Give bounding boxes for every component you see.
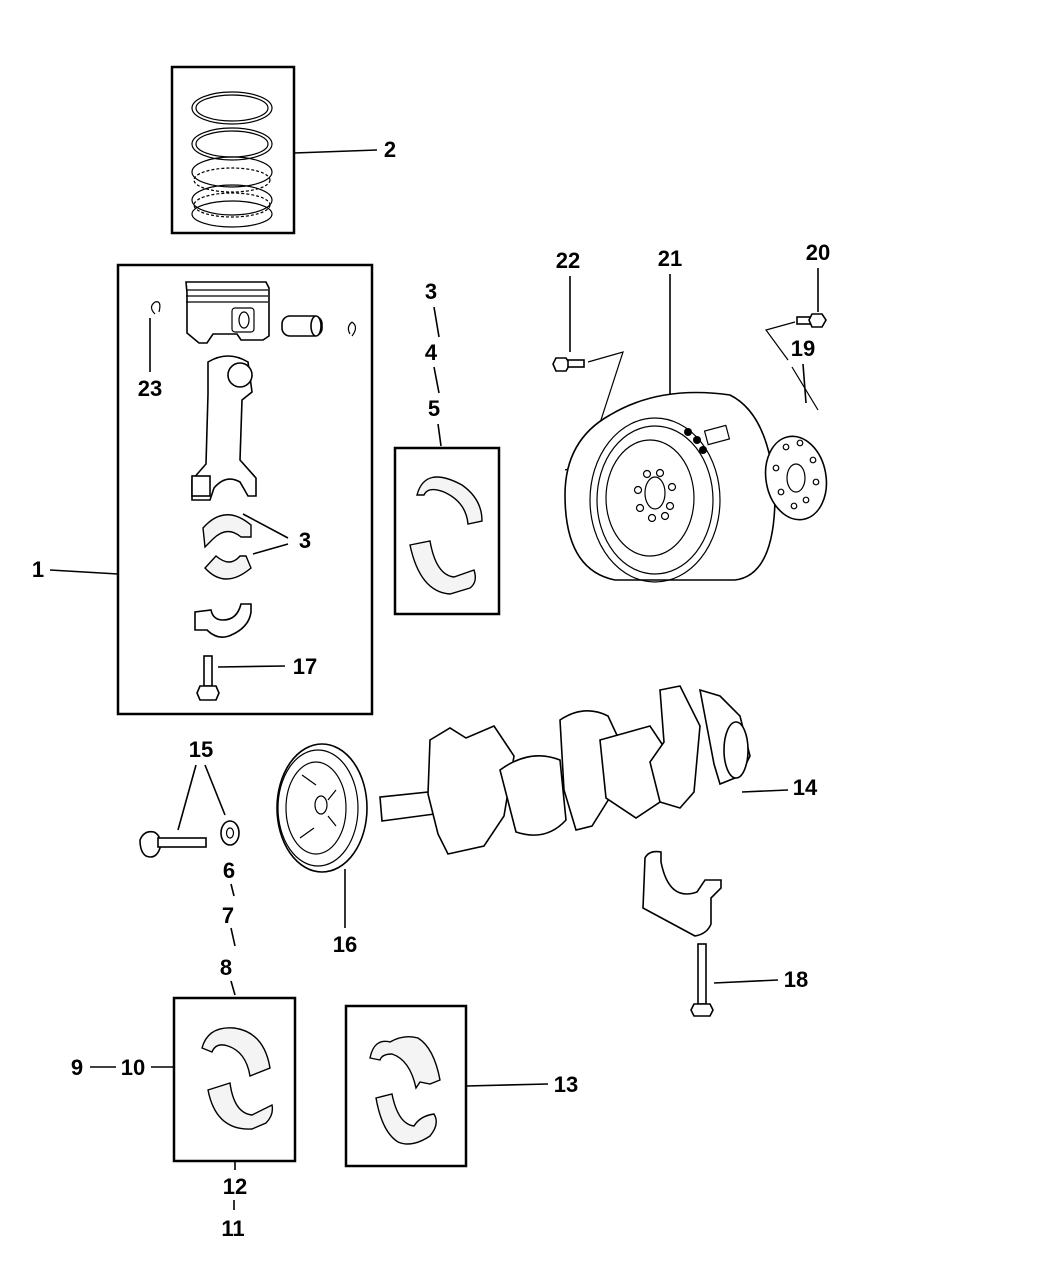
leader-line-7 bbox=[230, 927, 236, 947]
rod-bearing-upper bbox=[202, 514, 252, 549]
callout-6[interactable]: 6 bbox=[223, 858, 235, 883]
main-bearing-group: 6 7 8 9 10 12 11 bbox=[71, 858, 297, 1241]
callout-10[interactable]: 10 bbox=[121, 1055, 145, 1080]
bolt-20-illustration bbox=[796, 313, 827, 328]
piston-rod-assembly-box bbox=[116, 263, 374, 716]
connecting-rod-illustration bbox=[191, 355, 257, 501]
leader-line-2 bbox=[293, 149, 378, 154]
callout-9[interactable]: 9 bbox=[71, 1055, 83, 1080]
damper-pulley-illustration bbox=[276, 743, 368, 873]
damper-washer-illustration bbox=[220, 820, 240, 846]
main-bearing-cap-illustration bbox=[642, 850, 722, 937]
main-cap-group: 18 bbox=[642, 850, 808, 1017]
callout-1[interactable]: 1 bbox=[32, 557, 44, 582]
leader-line-1 bbox=[49, 569, 119, 575]
piston-pin-retainer-right bbox=[347, 321, 357, 337]
rod-bearing-box bbox=[393, 446, 501, 616]
callout-12[interactable]: 12 bbox=[223, 1174, 247, 1199]
main-bearing-box bbox=[172, 996, 297, 1163]
callout-7[interactable]: 7 bbox=[222, 903, 234, 928]
callout-21[interactable]: 21 bbox=[658, 246, 682, 271]
leader-line-19 bbox=[802, 363, 807, 404]
callout-20[interactable]: 20 bbox=[806, 240, 830, 265]
callout-23[interactable]: 23 bbox=[138, 376, 162, 401]
crankshaft-illustration bbox=[379, 685, 751, 855]
callout-13[interactable]: 13 bbox=[554, 1072, 578, 1097]
piston-pin-illustration bbox=[281, 315, 323, 337]
piston-ring-set-box bbox=[170, 65, 296, 235]
piston-ring-set-group: 2 bbox=[170, 65, 396, 235]
main-bearing-shell-upper bbox=[201, 1027, 271, 1077]
flex-plate-group: 22 21 20 bbox=[552, 240, 830, 583]
damper-pulley-group: 16 bbox=[276, 743, 368, 957]
leader-line-4 bbox=[433, 366, 440, 394]
main-cap-bolt-illustration bbox=[690, 943, 714, 1017]
callout-5[interactable]: 5 bbox=[428, 396, 440, 421]
leader-line-3b bbox=[433, 306, 440, 338]
thrust-bearing-group: 13 bbox=[344, 1004, 578, 1168]
flex-plate-adapter-illustration bbox=[764, 435, 828, 521]
callout-15[interactable]: 15 bbox=[189, 737, 213, 762]
torque-converter-illustration bbox=[564, 391, 776, 583]
leader-line-8 bbox=[230, 980, 236, 996]
bolt-22-illustration bbox=[552, 357, 585, 372]
rod-bearing-group: 3 4 5 bbox=[393, 279, 501, 616]
callout-16[interactable]: 16 bbox=[333, 932, 357, 957]
callout-4[interactable]: 4 bbox=[425, 340, 438, 365]
connecting-rod-bolt-illustration bbox=[196, 655, 220, 701]
callout-19[interactable]: 19 bbox=[791, 336, 815, 361]
callout-2[interactable]: 2 bbox=[384, 137, 396, 162]
rod-bearing-lower bbox=[204, 555, 252, 580]
callout-3a[interactable]: 3 bbox=[299, 528, 311, 553]
leader-line-5 bbox=[437, 423, 442, 447]
callout-3b[interactable]: 3 bbox=[425, 279, 437, 304]
piston-illustration bbox=[185, 281, 270, 344]
piston-rings-illustration bbox=[191, 91, 273, 228]
thrust-bearing-shell-upper bbox=[369, 1035, 441, 1090]
callout-17[interactable]: 17 bbox=[293, 654, 317, 679]
damper-bolt-group: 15 bbox=[139, 737, 240, 858]
leader-line-18 bbox=[713, 979, 779, 984]
crankshaft-group: 14 bbox=[379, 685, 818, 855]
callout-18[interactable]: 18 bbox=[784, 967, 808, 992]
piston-pin-retainer-left bbox=[150, 301, 161, 315]
leader-line-13 bbox=[465, 1083, 549, 1087]
rod-bearing-shell-upper bbox=[416, 476, 483, 525]
leader-line-3a bbox=[242, 513, 289, 555]
callout-8[interactable]: 8 bbox=[220, 955, 232, 980]
connecting-rod-cap bbox=[194, 603, 252, 638]
rod-bearing-shell-lower bbox=[409, 540, 477, 595]
main-bearing-shell-lower bbox=[207, 1082, 274, 1130]
piston-rod-assembly-group: 1 23 3 bbox=[32, 263, 374, 716]
damper-bolt-illustration bbox=[139, 830, 207, 858]
leader-line-6 bbox=[230, 883, 235, 897]
leader-line-17 bbox=[217, 665, 286, 668]
leader-line-14 bbox=[741, 789, 789, 793]
callout-14[interactable]: 14 bbox=[793, 775, 818, 800]
thrust-bearing-shell-lower bbox=[375, 1093, 437, 1145]
callout-22[interactable]: 22 bbox=[556, 248, 580, 273]
callout-11[interactable]: 11 bbox=[221, 1216, 244, 1241]
leader-line-15 bbox=[177, 764, 226, 831]
